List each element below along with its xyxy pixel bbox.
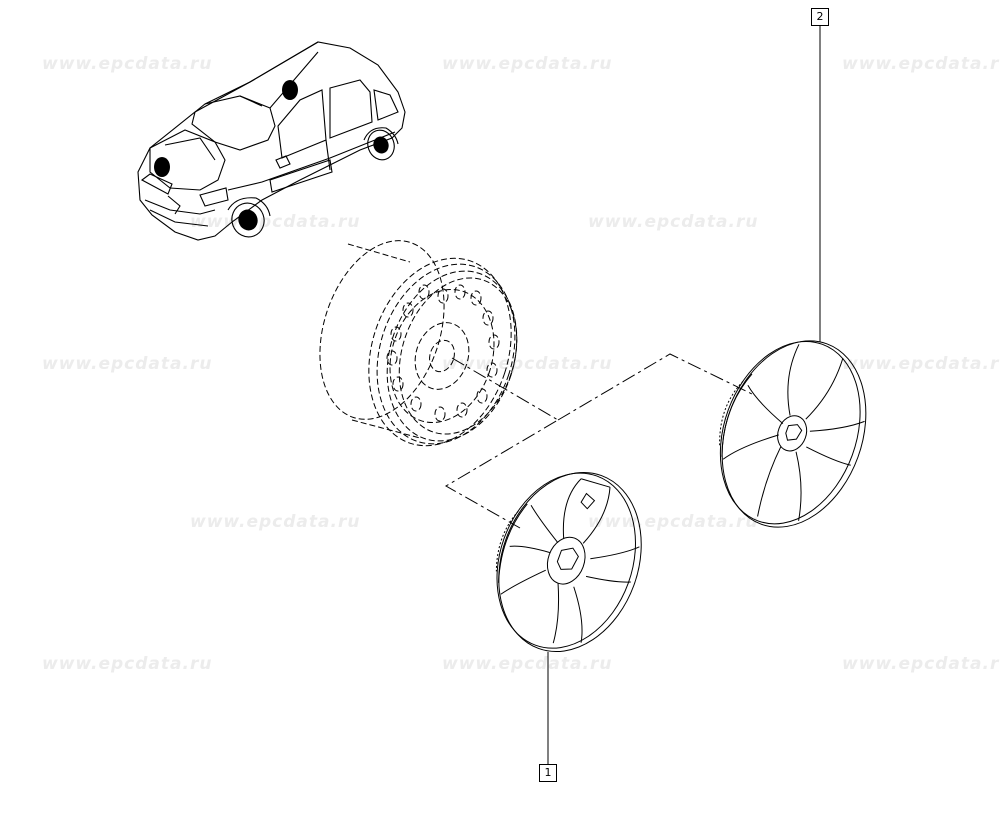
wheel-cover-1 xyxy=(495,471,642,653)
wheel-cover-2 xyxy=(719,340,867,528)
callout-2[interactable]: 2 xyxy=(811,8,829,26)
callout-1[interactable]: 1 xyxy=(539,764,557,782)
steel-wheel-rim xyxy=(319,240,518,447)
assembly-leader-lines xyxy=(445,353,753,529)
car-illustration xyxy=(137,41,406,241)
